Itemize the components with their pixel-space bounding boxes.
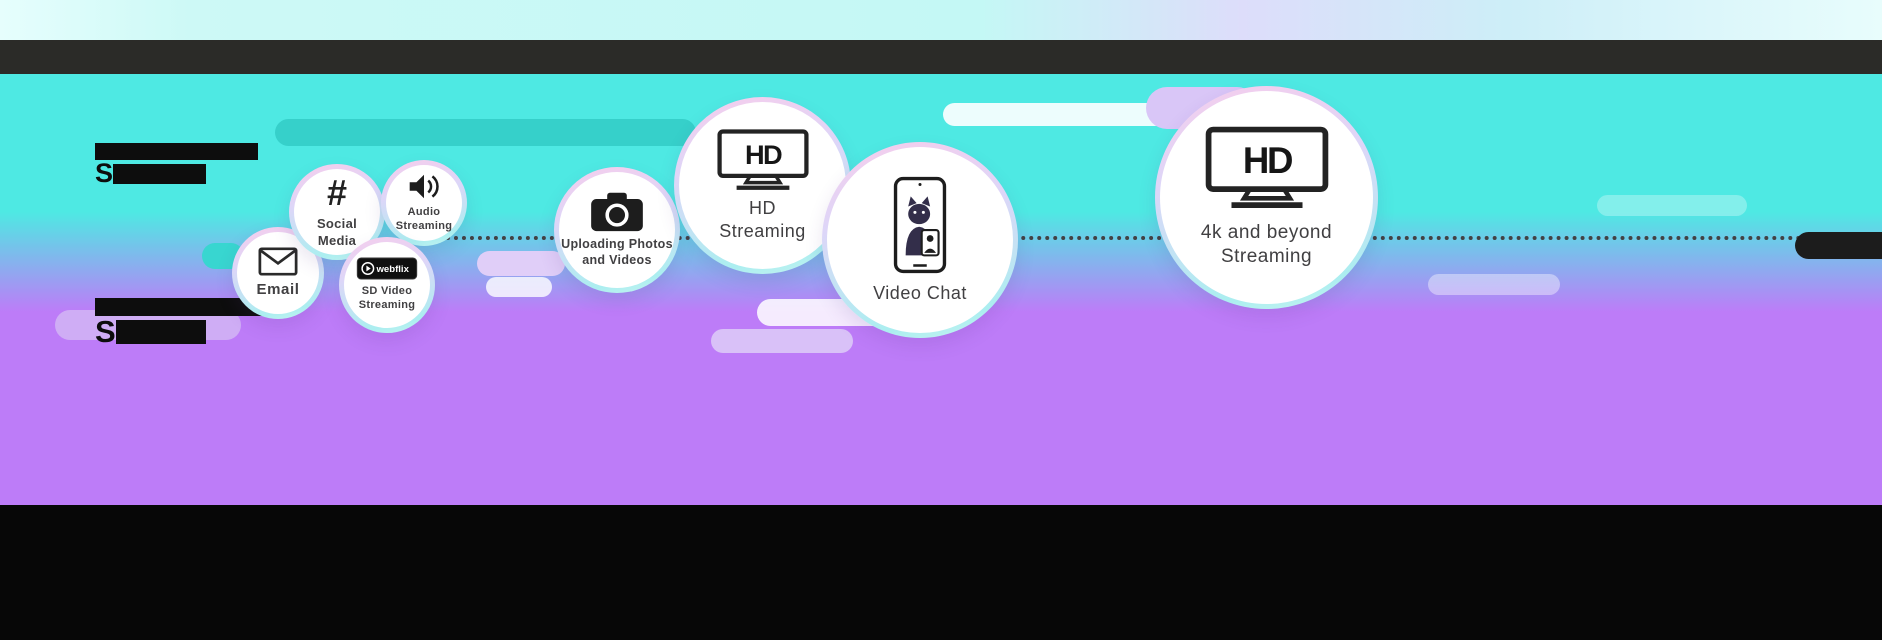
footer-dark-bar: [0, 505, 1882, 640]
top-light-strip: [0, 0, 1882, 40]
redacted-text-bar: [95, 143, 258, 160]
redacted-text-bar: [113, 164, 207, 184]
heading-letter: S: [95, 314, 116, 349]
bubble-label: Email: [256, 280, 300, 298]
speed-heading-upper: S: [95, 143, 258, 188]
envelope-icon: [258, 247, 298, 276]
bubble-label: Social Media: [316, 216, 358, 248]
bubble-social-media: # Social Media: [289, 164, 385, 260]
hd-tv-icon: HD: [1204, 126, 1330, 211]
decorative-pill: [1597, 195, 1747, 216]
svg-text:HD: HD: [745, 139, 782, 170]
bubble-label: 4k and beyond Streaming: [1200, 222, 1333, 267]
decorative-pill: [1428, 274, 1560, 295]
decorative-pill: [943, 103, 1179, 126]
bubble-label: Audio Streaming: [395, 206, 453, 232]
hd-tv-icon: HD: [716, 129, 810, 192]
bubble-label: HD Streaming: [719, 198, 806, 241]
svg-text:webflix: webflix: [375, 264, 409, 275]
bubble-sd-video-streaming: webflix SD Video Streaming: [339, 237, 435, 333]
bubble-label: Video Chat: [873, 282, 967, 303]
video-chat-phone-icon: [893, 176, 947, 274]
bubble-uploading-photos: Uploading Photos and Videos: [554, 167, 680, 293]
hashtag-icon: #: [326, 172, 348, 214]
dotted-timeline: [430, 236, 1802, 240]
bubble-hd-streaming: HD HD Streaming: [674, 97, 851, 274]
redacted-text-bar: [115, 320, 206, 344]
decorative-pill: [711, 329, 853, 353]
bubble-label: SD Video Streaming: [358, 285, 416, 311]
speaker-icon: [408, 172, 440, 201]
decorative-pill: [486, 277, 552, 297]
bubble-video-chat: Video Chat: [822, 142, 1018, 338]
right-edge-dark-pill: [1795, 232, 1882, 259]
webflix-logo-icon: webflix: [356, 257, 418, 280]
svg-text:HD: HD: [1242, 140, 1291, 181]
heading-letter: S: [95, 158, 114, 188]
top-dark-bar: [0, 40, 1882, 74]
bubble-audio-streaming: Audio Streaming: [381, 160, 467, 246]
decorative-pill: [275, 119, 696, 146]
bubble-4k-streaming: HD 4k and beyond Streaming: [1155, 86, 1378, 309]
bubble-label: Uploading Photos and Videos: [561, 237, 673, 267]
redacted-text-bar: [95, 298, 263, 316]
decorative-pill: [477, 251, 565, 276]
speed-heading-lower: S: [95, 298, 263, 349]
camera-icon: [590, 191, 644, 232]
